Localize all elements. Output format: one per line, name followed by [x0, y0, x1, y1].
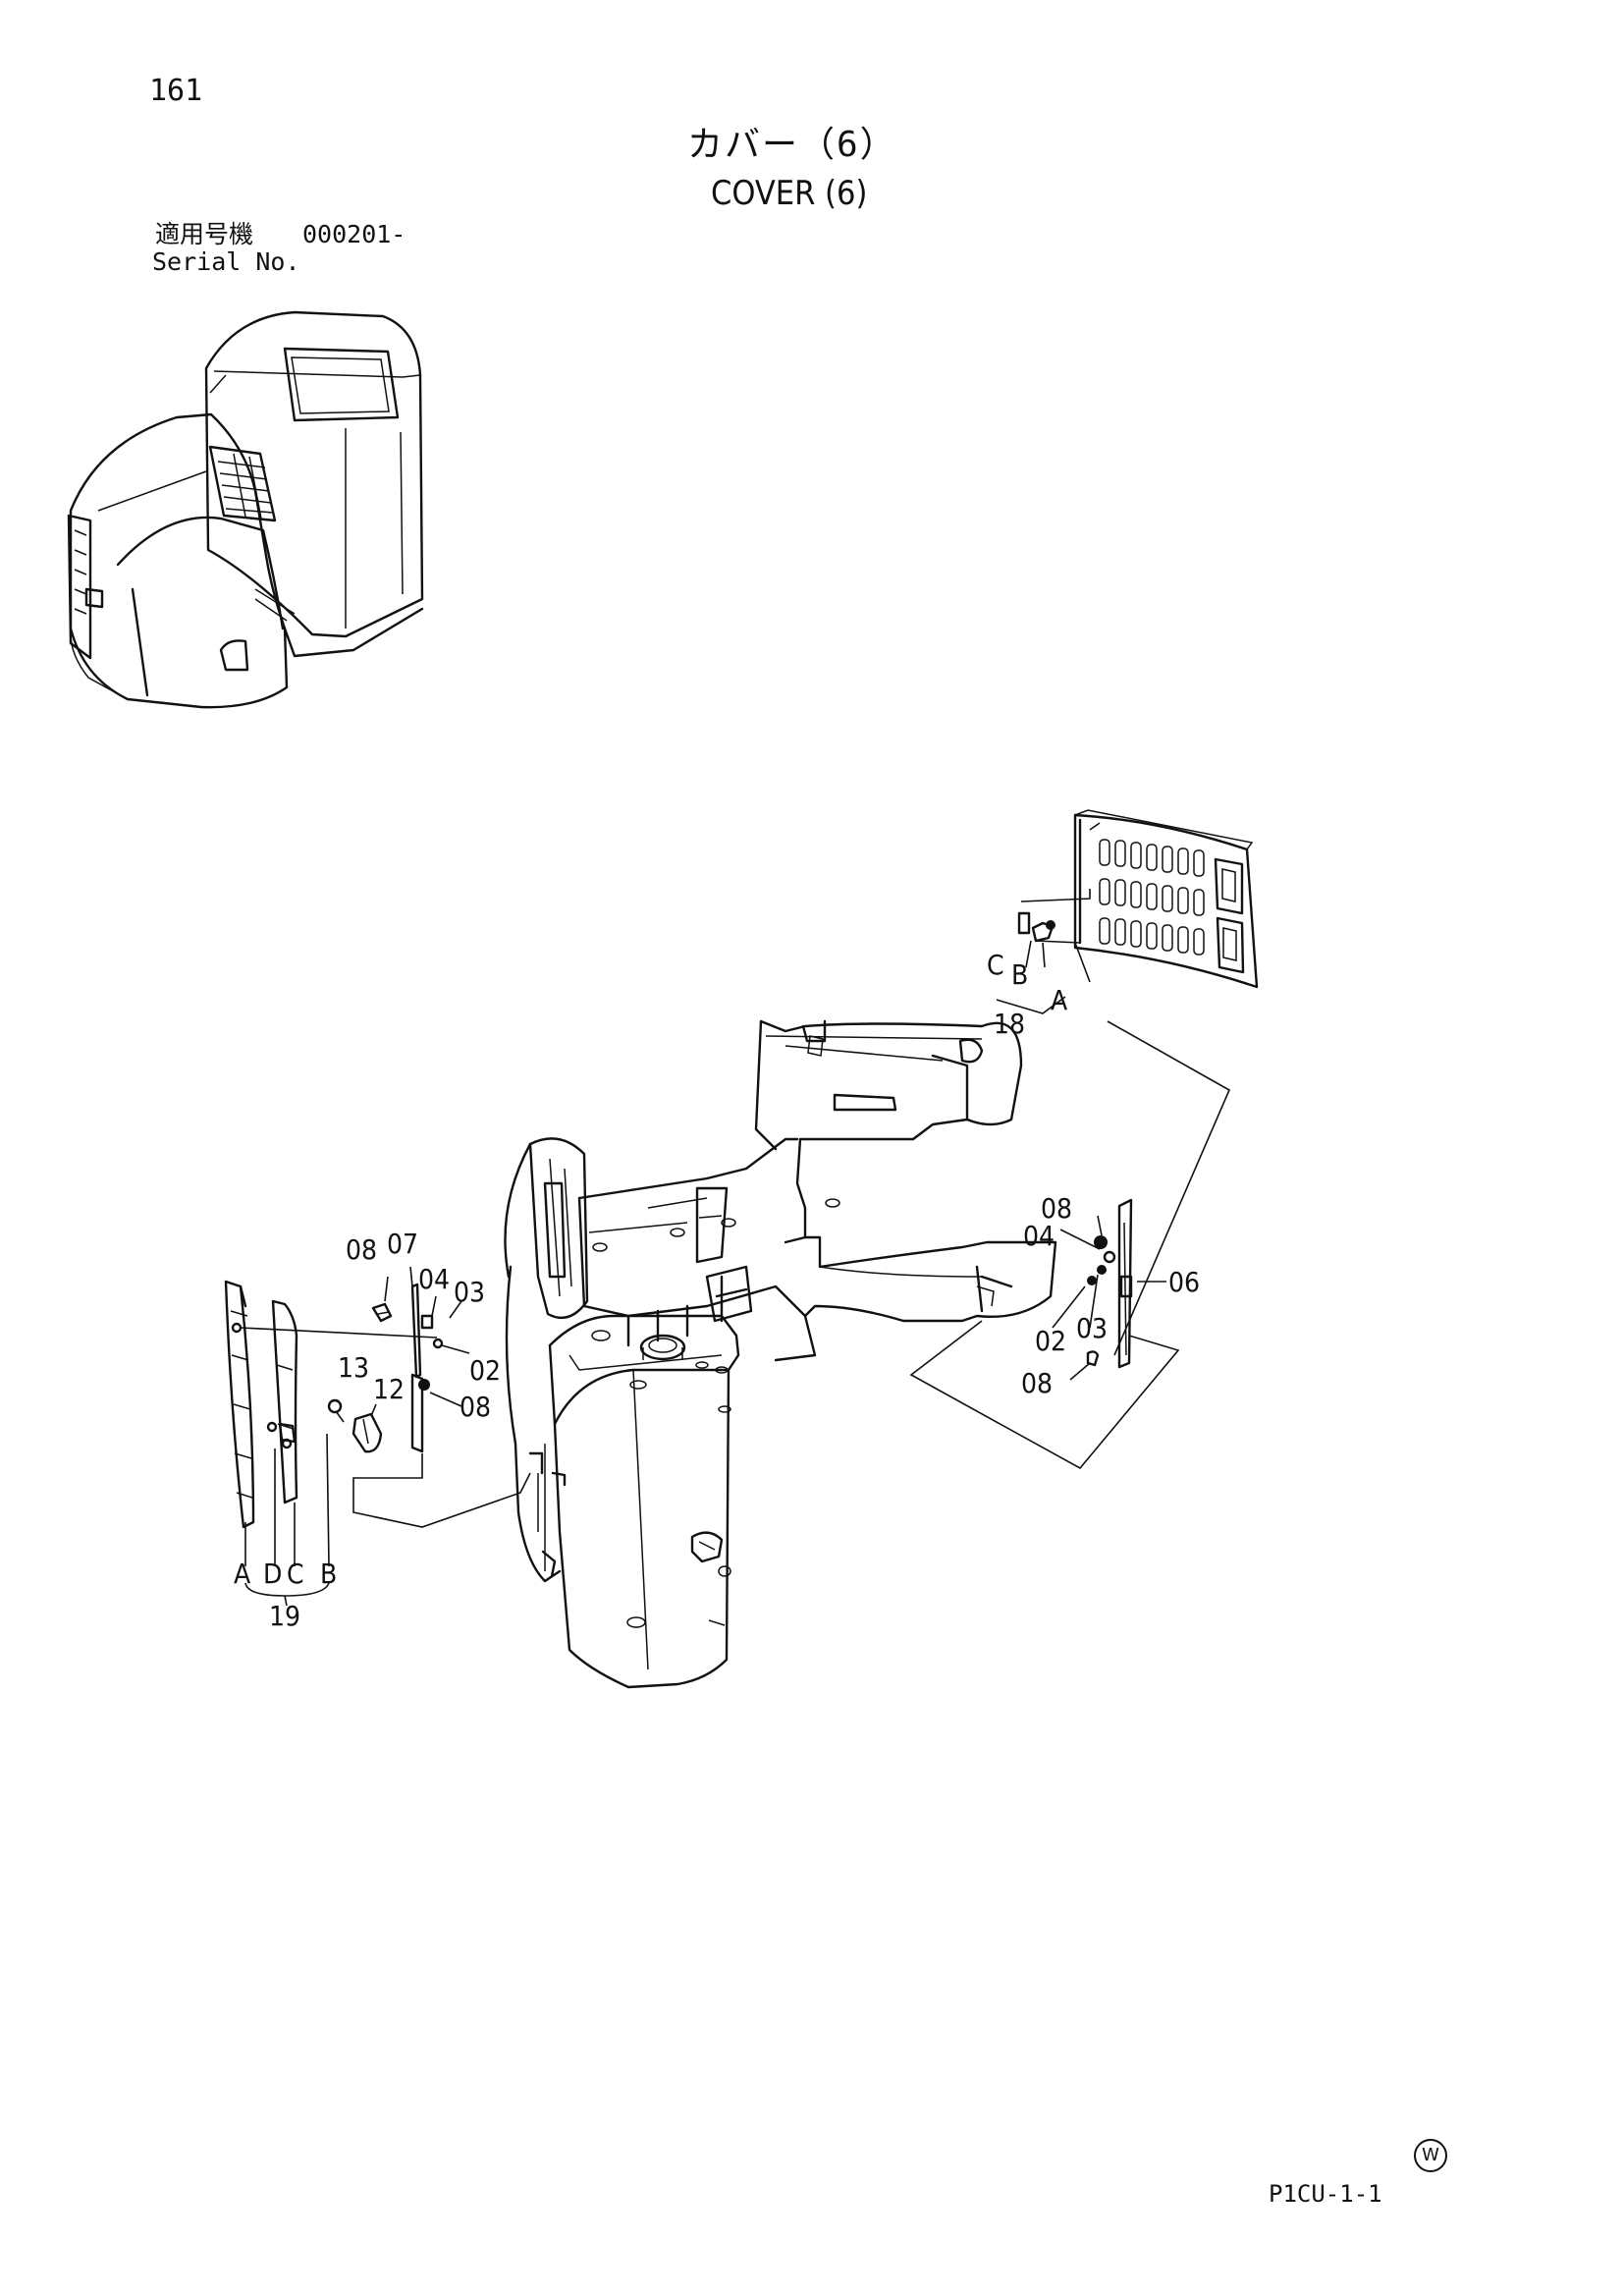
callout-A: A	[1051, 984, 1068, 1016]
callout-C: C	[987, 949, 1004, 981]
callout-D: D	[263, 1558, 282, 1590]
page-number: 161	[149, 74, 203, 108]
callout-08: 08	[1021, 1367, 1053, 1399]
callout-08: 08	[346, 1233, 377, 1266]
title-japanese: カバー（6）	[687, 125, 897, 165]
callout-07: 07	[387, 1228, 418, 1260]
drawing-code: P1CU-1-1	[1269, 2180, 1382, 2208]
callout-03: 03	[454, 1276, 485, 1308]
left-hardware-parts	[327, 1266, 531, 1528]
right-hardware-parts	[909, 1020, 1231, 1470]
machine-overview-illustration	[67, 310, 424, 709]
callout-06: 06	[1168, 1266, 1200, 1298]
callout-12: 12	[373, 1373, 405, 1405]
callout-08: 08	[1041, 1192, 1072, 1225]
callout-B: B	[320, 1558, 337, 1590]
callout-02: 02	[469, 1354, 501, 1387]
callout-C: C	[287, 1558, 304, 1590]
callout-19: 19	[269, 1600, 300, 1632]
callout-A: A	[234, 1558, 251, 1590]
callout-18: 18	[994, 1008, 1025, 1040]
watermark-circle-w: W	[1414, 2139, 1447, 2172]
callout-04: 04	[1023, 1220, 1055, 1252]
serial-number-value: 000201-	[302, 220, 406, 248]
callout-labels: 08 07 04 03 02 13 12 08 A D C B 19 C B A…	[234, 949, 1200, 1632]
cover-frame-assembly	[504, 1019, 1057, 1689]
callout-02: 02	[1035, 1325, 1066, 1357]
side-door-panels	[224, 1280, 438, 1607]
serial-label-japanese: 適用号機	[155, 220, 254, 248]
callout-B: B	[1011, 958, 1028, 991]
callout-03: 03	[1076, 1312, 1108, 1344]
title-english: COVER (6)	[711, 174, 868, 213]
callout-13: 13	[338, 1351, 369, 1384]
vent-grille-panel	[996, 809, 1259, 1014]
callout-08: 08	[460, 1391, 491, 1423]
callout-04: 04	[418, 1263, 450, 1295]
serial-label-english: Serial No.	[152, 247, 300, 276]
